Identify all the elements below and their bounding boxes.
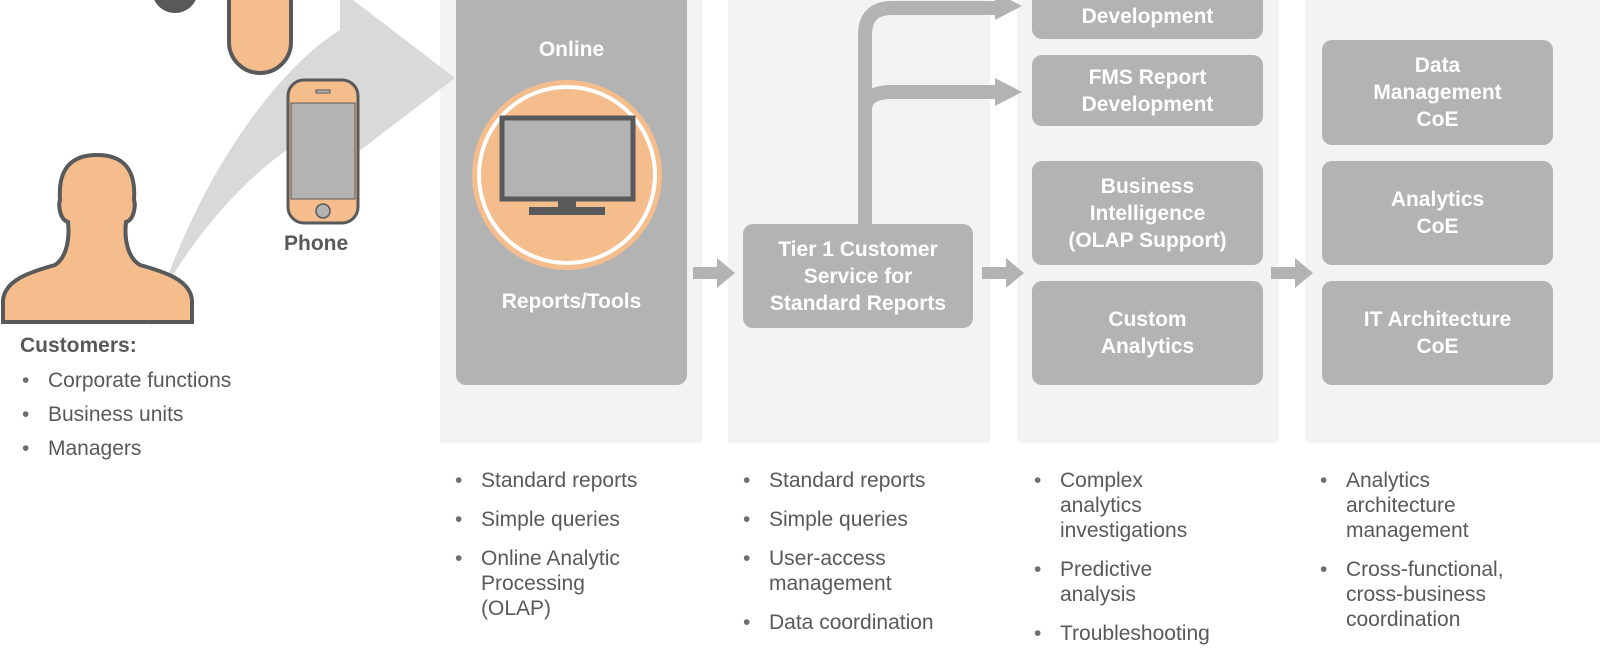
analytics-coe-box: Analytics CoE <box>1322 161 1553 265</box>
arrow-right-icon <box>1271 258 1313 288</box>
customers-list: Corporate functions Business units Manag… <box>22 368 231 475</box>
online-reports-box: Online Reports/Tools <box>456 0 687 385</box>
list-item: Troubleshooting <box>1034 621 1210 646</box>
list-item: Predictive analysis <box>1034 557 1210 607</box>
tier1-customer-service-box: Tier 1 Customer Service for Standard Rep… <box>743 224 973 328</box>
flow-arrow-icon <box>150 0 455 330</box>
person-icon <box>0 152 194 324</box>
list-item: Simple queries <box>743 507 934 532</box>
tablet-icon <box>227 0 293 75</box>
fms-report-development-box: FMS Report Development <box>1032 55 1263 126</box>
list-item: Managers <box>22 436 231 461</box>
reports-tools-label: Reports/Tools <box>501 290 642 313</box>
list-item: Business units <box>22 402 231 427</box>
it-architecture-coe-box: IT Architecture CoE <box>1322 281 1553 385</box>
list-item: Cross-functional, cross-business coordin… <box>1320 557 1504 632</box>
arrow-right-icon <box>693 258 735 288</box>
tier1-bullets: Standard reports Simple queries User-acc… <box>743 468 934 649</box>
branch-arrows-icon <box>858 0 1022 240</box>
report-development-box: Development <box>1032 0 1263 39</box>
list-item: Analytics architecture management <box>1320 468 1504 543</box>
monitor-icon <box>472 80 662 270</box>
data-management-coe-box: Data Management CoE <box>1322 40 1553 145</box>
customer-illustration <box>0 0 455 330</box>
online-label: Online <box>538 38 605 61</box>
phone-icon <box>286 78 360 225</box>
business-intelligence-box: Business Intelligence (OLAP Support) <box>1032 161 1263 265</box>
custom-analytics-box: Custom Analytics <box>1032 281 1263 385</box>
list-item: Complex analytics investigations <box>1034 468 1210 543</box>
customers-title: Customers: <box>20 334 137 357</box>
list-item: Standard reports <box>455 468 637 493</box>
list-item: Corporate functions <box>22 368 231 393</box>
device-icon <box>154 0 196 13</box>
list-item: Online Analytic Processing (OLAP) <box>455 546 637 621</box>
list-item: Data coordination <box>743 610 934 635</box>
list-item: Simple queries <box>455 507 637 532</box>
online-bullets: Standard reports Simple queries Online A… <box>455 468 637 635</box>
development-bullets: Complex analytics investigations Predict… <box>1034 468 1210 660</box>
list-item: User-access management <box>743 546 934 596</box>
arrow-right-icon <box>982 258 1024 288</box>
coe-bullets: Analytics architecture management Cross-… <box>1320 468 1504 646</box>
list-item: Standard reports <box>743 468 934 493</box>
phone-label: Phone <box>284 232 349 255</box>
